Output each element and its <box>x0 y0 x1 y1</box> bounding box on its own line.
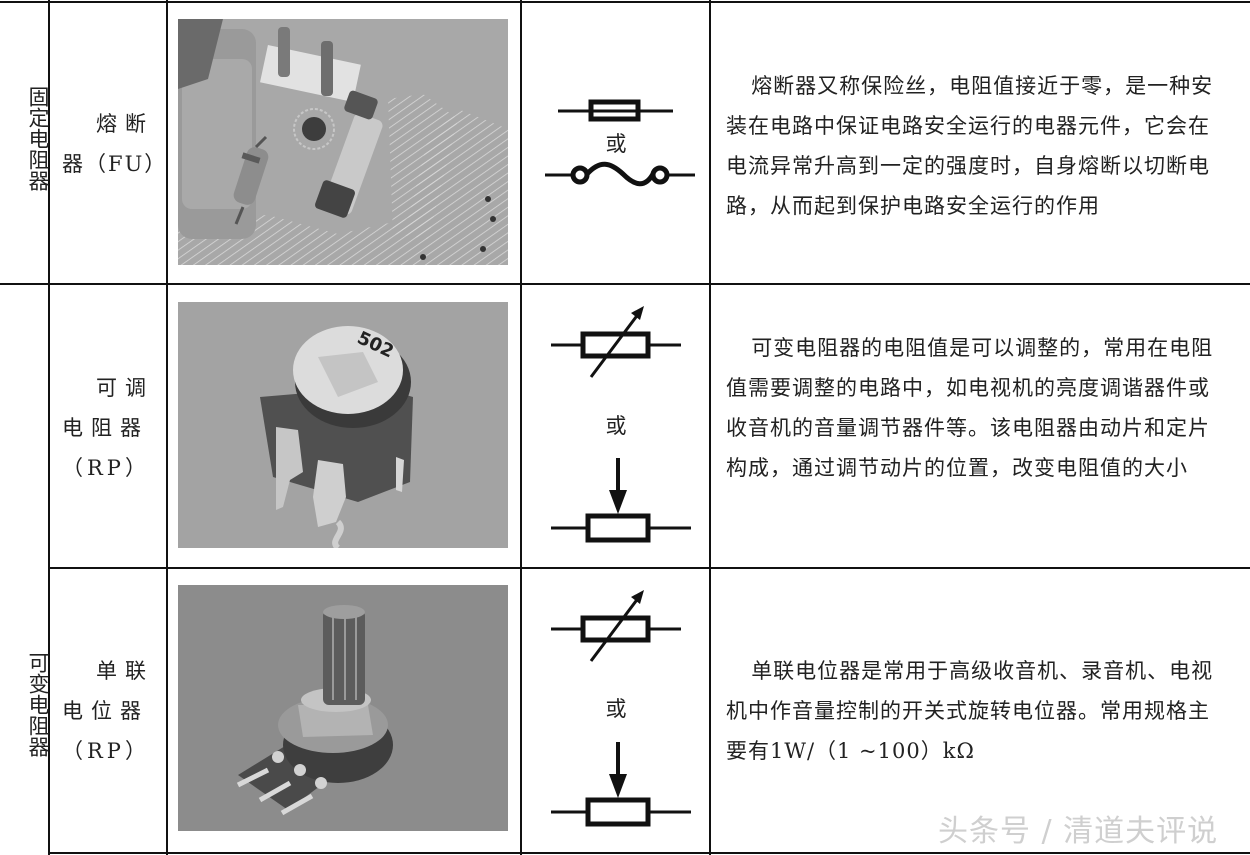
or-label: 或 <box>605 697 627 721</box>
name-line-1: 可调 <box>96 376 154 400</box>
name-line-3: （RP） <box>62 456 150 480</box>
variable-resistor-arrow-symbol-icon <box>551 590 681 662</box>
table-bottom-border <box>49 852 1250 854</box>
potentiometer-wiper-symbol-icon <box>551 742 691 827</box>
category-fixed-resistor: 固定电阻器 <box>26 86 50 191</box>
name-line-3: （RP） <box>62 739 150 763</box>
row-divider-1 <box>0 283 1250 285</box>
name-line-1: 单联 <box>96 659 154 683</box>
description-fuse: 熔断器又称保险丝，电阻值接近于零，是一种安装在电路中保证电路安全运行的电器元件，… <box>726 74 1214 218</box>
potentiometer-wiper-symbol-icon <box>551 458 691 543</box>
table-top-border <box>0 1 1250 3</box>
description-single-potentiometer: 单联电位器是常用于高级收音机、录音机、电视机中作音量控制的开关式旋转电位器。常用… <box>726 659 1214 763</box>
name-line-2: 电阻器 <box>62 416 149 440</box>
category-variable-resistor: 可变电阻器 <box>26 652 50 757</box>
row-divider-2 <box>49 567 1250 569</box>
description-adjustable-resistor: 可变电阻器的电阻值是可以调整的，常用在电阻值需要调整的电路中，如电视机的亮度调谐… <box>726 336 1214 480</box>
adjustable-resistor-symbols: 或 <box>523 283 709 567</box>
name-line-2: 电位器 <box>62 699 149 723</box>
col-divider-2 <box>166 0 168 855</box>
single-potentiometer-symbols: 或 <box>523 567 709 852</box>
name-line-2: 器（FU） <box>62 152 168 176</box>
col-divider-3 <box>520 0 522 855</box>
variable-resistor-arrow-symbol-icon <box>551 306 681 378</box>
or-label: 或 <box>605 414 627 438</box>
fuse-rectangle-symbol-icon <box>558 99 673 122</box>
col-divider-4 <box>709 0 711 855</box>
or-label: 或 <box>605 132 627 156</box>
trimmer-potentiometer-photo: 502 <box>178 302 508 548</box>
component-name-adjustable-resistor: 可调 电阻器 （RP） <box>62 368 162 488</box>
fuse-symbols: 或 <box>523 0 709 283</box>
watermark: 头条号 / 清道夫评说 <box>938 814 1219 849</box>
component-name-fuse: 熔断 器（FU） <box>62 104 168 184</box>
name-line-1: 熔断 <box>96 112 154 136</box>
component-name-single-potentiometer: 单联 电位器 （RP） <box>62 651 162 771</box>
fuse-wave-symbol-icon <box>545 161 695 187</box>
col-divider-1 <box>48 0 50 855</box>
fuse-photo <box>178 19 508 265</box>
single-potentiometer-photo <box>178 585 508 831</box>
